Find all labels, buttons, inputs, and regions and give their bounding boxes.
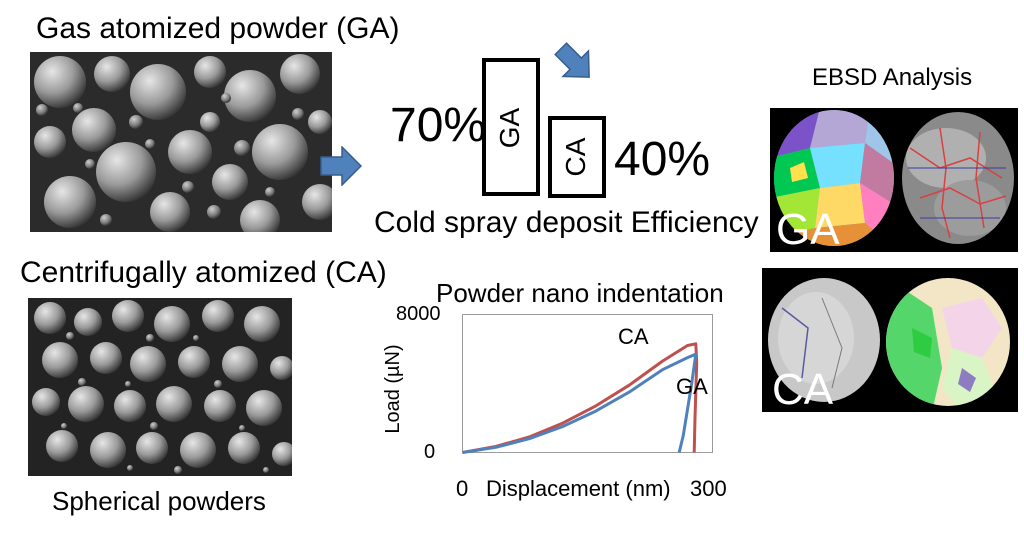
ebsd-ga-label: GA bbox=[776, 205, 840, 252]
ca-bar-label: CA bbox=[560, 137, 591, 177]
ebsd-ga-map: GA bbox=[770, 108, 1018, 252]
ebsd-title: EBSD Analysis bbox=[812, 64, 973, 91]
right-arrow-icon bbox=[320, 146, 362, 186]
x-tick-start: 0 bbox=[456, 476, 469, 501]
y-tick-bottom: 0 bbox=[424, 441, 436, 463]
ca-efficiency-percent: 40% bbox=[614, 133, 711, 186]
nano-indentation-chart bbox=[462, 314, 713, 454]
chart-y-axis-label: Load (µN) bbox=[382, 344, 404, 434]
ga-powder-title: Gas atomized powder (GA) bbox=[36, 12, 400, 45]
ebsd-ca-map: CA bbox=[762, 268, 1018, 412]
ga-bar-label: GA bbox=[494, 107, 525, 149]
spherical-powders-caption: Spherical powders bbox=[52, 486, 266, 516]
series-line-ga bbox=[462, 352, 698, 454]
ga-powder-micrograph bbox=[30, 52, 332, 232]
ca-efficiency-bar bbox=[548, 116, 606, 198]
chart-y-axis-label-wrap: Load (µN) bbox=[374, 344, 414, 433]
series-line-ca bbox=[462, 342, 699, 454]
series-label-ca: CA bbox=[618, 324, 649, 349]
ebsd-ca-label: CA bbox=[772, 365, 834, 412]
ca-powder-title: Centrifugally atomized (CA) bbox=[20, 256, 387, 289]
chart-x-axis-label: Displacement (nm) bbox=[486, 476, 671, 501]
down-right-arrow-icon bbox=[554, 42, 590, 78]
y-tick-top: 8000 bbox=[396, 303, 441, 325]
chart-title: Powder nano indentation bbox=[436, 278, 724, 308]
plot-frame bbox=[462, 314, 713, 453]
ca-powder-micrograph bbox=[28, 298, 292, 476]
series-label-ga: GA bbox=[676, 374, 708, 399]
x-tick-end: 300 bbox=[690, 476, 727, 501]
efficiency-caption: Cold spray deposit Efficiency bbox=[374, 206, 759, 239]
ga-efficiency-bar bbox=[482, 58, 540, 196]
ga-efficiency-percent: 70% bbox=[390, 99, 487, 152]
